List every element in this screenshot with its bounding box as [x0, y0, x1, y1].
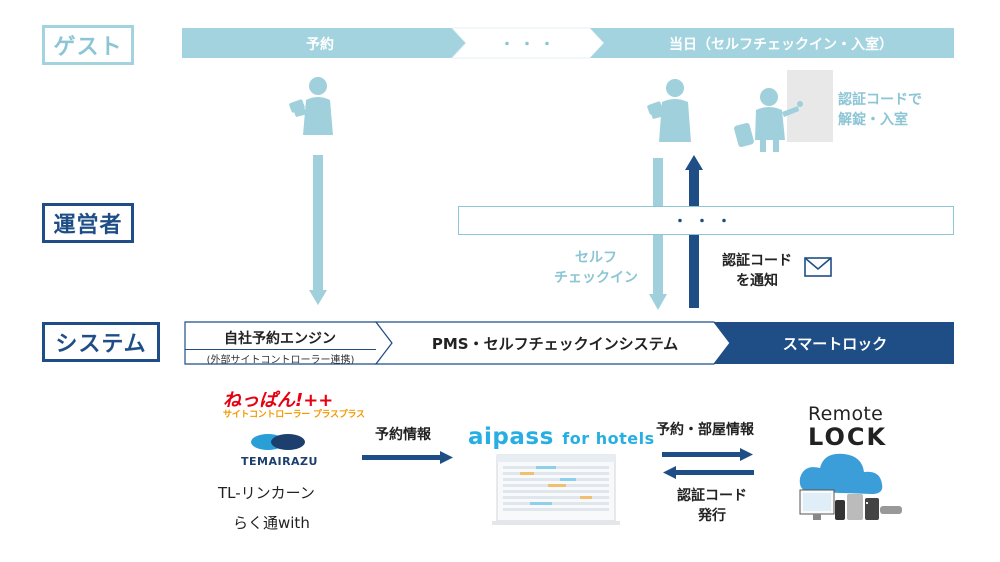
arrow-room-info-shaft [662, 452, 744, 457]
temairazu-logo [251, 434, 305, 450]
arrow-booking-head [309, 290, 327, 305]
arrow-notify-head [685, 155, 703, 170]
phase-dayof-label: 当日（セルフチェックイン・入室） [626, 34, 936, 54]
arrow-selfcheckin-head [649, 294, 667, 310]
rakutsu-text: らく通with [233, 512, 310, 533]
flow-reservation-info-label: 予約情報 [362, 425, 444, 445]
temairazu-logo-text: TEMAIRAZU [241, 455, 318, 468]
notify-label-line2: を通知 [712, 271, 802, 291]
guest-figure-checkin [647, 79, 691, 142]
arrow-reservation-info-shaft [362, 455, 444, 460]
neppan-logo-subtext: サイトコントローラー プラスプラス [223, 407, 365, 420]
arrow-booking-shaft [313, 155, 323, 292]
system-pms-label: PMS・セルフチェックインシステム [395, 333, 715, 354]
aipass-logo-suffix: for hotels [562, 429, 654, 448]
notify-label-line1: 認証コード [712, 251, 802, 271]
selfcheckin-label-line1: セルフ [562, 248, 630, 268]
flow-auth-code-label-line1: 認証コード [662, 486, 762, 506]
selfcheckin-label-line2: チェックイン [542, 268, 650, 288]
aipass-screen-image [492, 455, 620, 525]
phase-reserve-label: 予約 [290, 34, 350, 54]
flow-auth-code-label-line2: 発行 [662, 506, 762, 526]
arrow-auth-code-shaft [672, 470, 754, 475]
aipass-logo-text: aipass [468, 424, 554, 450]
phase-ellipsis-label: ・・・ [485, 34, 575, 54]
mail-icon [805, 258, 831, 276]
operator-process-box: ・・・ [458, 206, 954, 235]
system-booking-engine-sublabel: (外部サイトコントローラー連携) [185, 349, 376, 364]
remotelock-logo-line2: LOCK [808, 423, 887, 451]
aipass-logo: aipass for hotels [468, 424, 655, 450]
arrow-room-info-head [740, 448, 753, 461]
door-shape [787, 70, 833, 142]
remotelock-logo-line1: Remote [808, 403, 883, 425]
arrow-notify-shaft [689, 168, 699, 308]
flow-room-info-label: 予約・部屋情報 [640, 420, 770, 440]
system-smartlock-label: スマートロック [735, 333, 935, 354]
remotelock-cloud-image [800, 454, 902, 520]
guest-figure-booking [289, 77, 333, 135]
unlock-label-line1: 認証コードで [838, 90, 922, 110]
unlock-label-line2: 解錠・入室 [838, 110, 908, 130]
arrow-auth-code-head [663, 466, 676, 479]
arrow-reservation-info-head [440, 451, 453, 464]
system-booking-engine-label: 自社予約エンジン [190, 328, 370, 348]
operator-ellipsis: ・・・ [459, 211, 953, 231]
tl-lincoln-text: TL-リンカーン [218, 482, 315, 503]
